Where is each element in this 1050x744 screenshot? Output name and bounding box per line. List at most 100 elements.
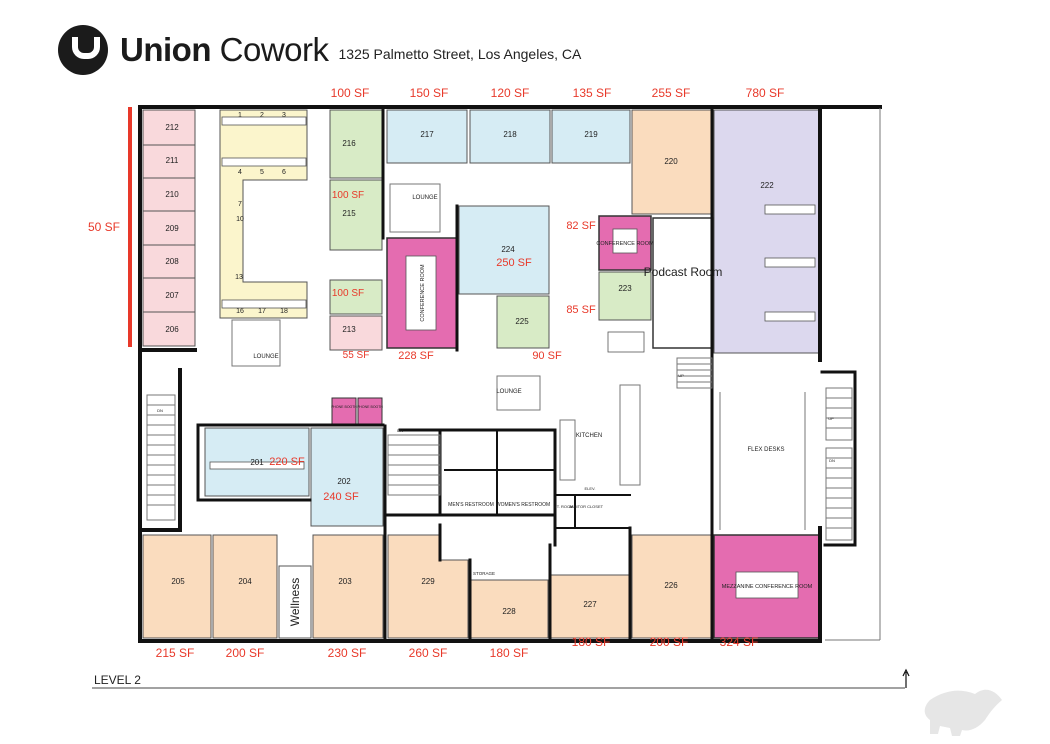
inner-wall-left — [138, 348, 197, 532]
room-number: 219 — [584, 130, 598, 139]
north-arrow-icon — [902, 668, 910, 688]
dn-label: DN — [397, 428, 403, 433]
sf-label-conference: 228 SF — [398, 350, 434, 362]
room-number: 217 — [420, 130, 434, 139]
left-offices-marker — [128, 107, 132, 347]
sf-label-203: 230 SF — [328, 646, 367, 660]
kitchen-label: KITCHEN — [576, 433, 602, 439]
room-number: 218 — [503, 130, 517, 139]
room-206[interactable] — [142, 311, 196, 347]
desk-number: 6 — [282, 169, 286, 176]
phone-booth-label: PHONE BOOTH — [331, 405, 357, 409]
sf-label-226: 200 SF — [650, 635, 689, 649]
level-label: LEVEL 2 — [94, 673, 141, 687]
room-214[interactable] — [329, 279, 383, 315]
desk — [221, 157, 307, 167]
lounge-label: LOUNGE — [412, 195, 437, 201]
janitor-closet-label: JANITOR CLOSET — [569, 504, 604, 509]
desk — [764, 257, 816, 268]
sf-label-215b: 100 SF — [332, 288, 364, 299]
desk-number: 2 — [260, 112, 264, 119]
phone-booth-2[interactable] — [357, 397, 383, 427]
room-number: 207 — [165, 291, 179, 300]
room-215[interactable] — [329, 179, 383, 251]
room-228[interactable] — [469, 579, 549, 639]
elevator-label: ELEV. — [585, 486, 596, 491]
it-room-label: I.T. ROOM — [555, 504, 574, 509]
desk — [764, 311, 816, 322]
rhino-watermark-icon — [924, 689, 1002, 736]
room-229[interactable] — [387, 534, 469, 639]
room-204[interactable] — [212, 534, 278, 639]
room-211[interactable] — [142, 144, 196, 179]
address: 1325 Palmetto Street, Los Angeles, CA — [338, 46, 582, 62]
lounge-table — [607, 331, 645, 353]
mens-restroom-label: MEN'S RESTROOM — [448, 502, 494, 508]
sf-label-205: 215 SF — [156, 646, 195, 660]
sf-label-220: 255 SF — [652, 86, 691, 100]
room-225[interactable] — [496, 295, 550, 349]
womens-restroom-label: WOMEN'S RESTROOM — [496, 502, 550, 508]
room-202[interactable] — [310, 427, 384, 527]
room-207[interactable] — [142, 277, 196, 313]
desk — [764, 204, 816, 215]
room-212[interactable] — [142, 109, 196, 146]
phone-booth-1[interactable] — [331, 397, 357, 427]
room-223[interactable] — [598, 271, 652, 321]
mid-walls — [196, 423, 557, 547]
room-number: 212 — [165, 123, 179, 132]
dedicated-desk-area — [219, 109, 308, 319]
podcast-room[interactable] — [652, 217, 714, 349]
desk-number: 5 — [260, 169, 264, 176]
room-227[interactable] — [549, 574, 631, 639]
room-220[interactable] — [631, 109, 713, 215]
desk-number: 7 — [238, 201, 242, 208]
closet-walls — [554, 494, 631, 529]
room-number: 213 — [342, 325, 356, 334]
desk-number: 18 — [280, 308, 288, 315]
room-213[interactable] — [329, 315, 383, 351]
lounge-label: LOUNGE — [496, 389, 521, 395]
room-217[interactable] — [386, 109, 468, 164]
room-number: 220 — [664, 157, 678, 166]
room-number: 225 — [515, 317, 529, 326]
sf-label-201: 220 SF — [269, 456, 305, 468]
phone-booth-label: PHONE BOOTH — [357, 405, 383, 409]
sf-label-217: 150 SF — [410, 86, 449, 100]
room-number: 201 — [250, 458, 264, 467]
brand-header: Union Cowork 1325 Palmetto Street, Los A… — [58, 24, 581, 76]
exterior-right-line — [825, 108, 881, 641]
room-number: 210 — [165, 190, 179, 199]
up-label: UP — [828, 416, 834, 421]
sf-label-222: 780 SF — [746, 86, 785, 100]
restroom-walls — [444, 429, 556, 516]
outer-wall — [138, 105, 882, 643]
room-number: 208 — [165, 257, 179, 266]
sf-label-228: 180 SF — [490, 646, 529, 660]
stair-center — [387, 434, 441, 496]
room-219[interactable] — [551, 109, 631, 164]
room-number: 203 — [338, 577, 352, 586]
sf-label-small-conference: 82 SF — [566, 220, 596, 232]
desk-number: 13 — [235, 274, 243, 281]
room-203[interactable] — [312, 534, 384, 639]
wellness-room[interactable] — [278, 565, 312, 639]
desk-number: 4 — [238, 169, 242, 176]
room-216[interactable] — [329, 109, 383, 179]
storage-label: STORAGE — [473, 571, 495, 576]
room-226[interactable] — [631, 534, 713, 639]
room-224[interactable] — [458, 205, 550, 295]
room-209[interactable] — [142, 210, 196, 246]
sf-label-mezzanine: 324 SF — [720, 635, 759, 649]
mezzanine-table — [735, 571, 799, 599]
room-number: 206 — [165, 325, 179, 334]
desk — [221, 116, 307, 126]
room-205[interactable] — [142, 534, 212, 639]
room-218[interactable] — [469, 109, 551, 164]
room-number: 215 — [342, 209, 356, 218]
room-number: 226 — [664, 581, 678, 590]
sf-label-219: 135 SF — [573, 86, 612, 100]
desk-number: 3 — [282, 112, 286, 119]
stair-mezz — [676, 357, 713, 389]
